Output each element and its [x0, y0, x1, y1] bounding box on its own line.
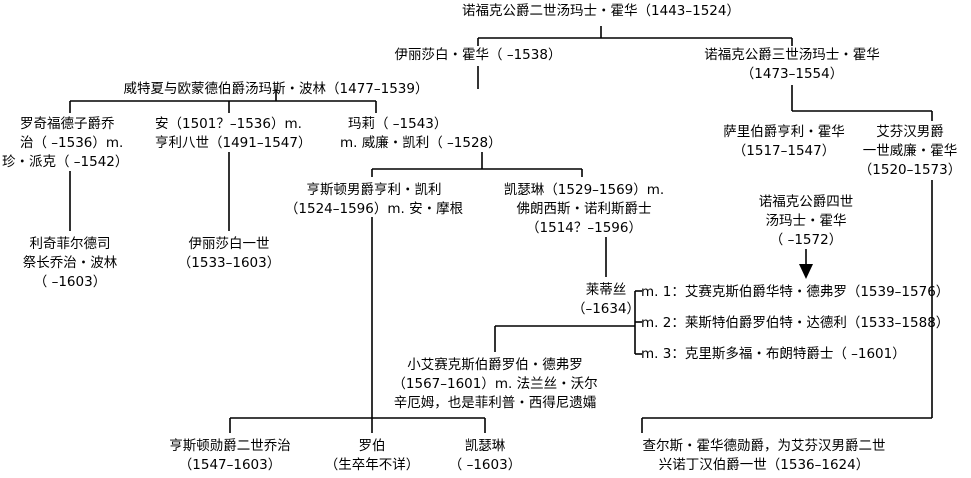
node-lettice: 莱蒂丝 （–1634）: [571, 282, 641, 317]
node-george-boleyn-lichfield: 利奇菲尔德司 祭长乔治・波林 （ –1603）: [22, 236, 118, 290]
node-thomas-boleyn: 威特夏与欧蒙德伯爵汤玛斯・波林（1477–1539）: [123, 81, 429, 97]
node-effingham-1st: 艾芬汉男爵 一世威廉・霍华 （1520–1573）: [858, 124, 962, 178]
node-henry-carey: 亨斯顿男爵亨利・凯利 （1524–1596）m. 安・摩根: [284, 182, 464, 217]
node-elizabeth-i: 伊丽莎白一世 （1533–1603）: [177, 236, 281, 271]
node-mary-boleyn: 玛莉（ –1543） m. 威廉・凯利（ –1528）: [340, 116, 502, 151]
node-elizabeth-howard: 伊丽莎白・霍华（ –1538）: [394, 47, 562, 63]
arrow-down-icon: [799, 264, 813, 279]
node-marriage-3: m. 3：克里斯多福・布朗特爵士（ –1601）: [641, 346, 906, 362]
node-norfolk-3rd: 诺福克公爵三世汤玛士・霍华 （1473–1554）: [704, 47, 880, 82]
node-anne-boleyn: 安（1501？–1536）m. 亨利八世（1491–1547）: [155, 116, 312, 151]
node-norfolk-4th: 诺福克公爵四世 汤玛士・霍华 （ –1572）: [758, 194, 854, 248]
node-charles-howard: 查尔斯・霍华德勋爵，为艾芬汉男爵二世 兴诺丁汉伯爵一世（1536–1624）: [642, 438, 886, 473]
node-robert-carey: 罗伯 （生卒年不详）: [324, 438, 420, 473]
node-george-carey: 亨斯顿勋爵二世乔治 （1547–1603）: [169, 438, 291, 473]
node-robert-devereux: 小艾赛克斯伯爵罗伯・德弗罗 （1567–1601）m. 法兰丝・沃尔 辛厄姆，也…: [392, 357, 598, 411]
node-george-boleyn: 罗奇福德子爵乔 治（ –1536）m. 珍・派克（ –1542）: [2, 116, 129, 170]
node-earl-of-surrey: 萨里伯爵亨利・霍华 （1517–1547）: [723, 124, 845, 159]
node-norfolk-2nd: 诺福克公爵二世汤玛士・霍华（1443–1524）: [462, 3, 740, 19]
node-marriage-2: m. 2：莱斯特伯爵罗伯特・达德利（1533–1588）: [641, 315, 950, 331]
node-marriage-1: m. 1：艾赛克斯伯爵华特・德弗罗（1539–1576）: [641, 284, 950, 300]
node-catherine-carey-jr: 凯瑟琳 （ –1603）: [448, 438, 522, 473]
node-catherine-carey: 凯瑟琳（1529–1569）m. 佛朗西斯・诺利斯爵士 （1514？–1596）: [503, 182, 665, 236]
